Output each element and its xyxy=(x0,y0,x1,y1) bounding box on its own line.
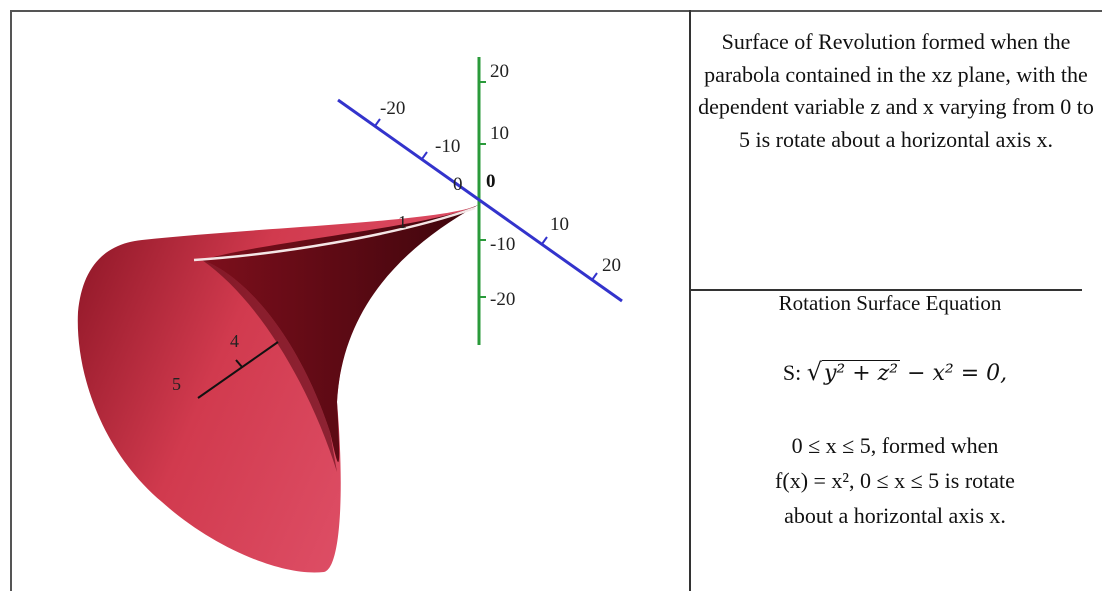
blue-axis-tick xyxy=(374,118,381,127)
green-axis-label: -10 xyxy=(490,234,515,255)
domain-condition: 0 ≤ x ≤ 5, formed when xyxy=(791,433,999,458)
surface-of-revolution-plot[interactable]: 20 10 0 -10 -20 -20 -10 0 10 20 1 4 5 xyxy=(12,12,689,591)
rotation-surface xyxy=(77,205,478,573)
blue-axis-tick xyxy=(591,272,598,281)
generating-function: f(x) = x², 0 ≤ x ≤ 5 is rotate xyxy=(775,468,1015,493)
equation-heading: Rotation Surface Equation xyxy=(778,291,1002,315)
blue-axis-label: -20 xyxy=(380,98,405,119)
blue-axis-tick xyxy=(421,151,428,160)
black-axis-tick xyxy=(235,359,243,368)
equation-radicand: y² + z² xyxy=(822,360,901,386)
black-axis-line xyxy=(197,341,279,399)
black-axis-label: 1 xyxy=(398,212,407,232)
parabola-curve xyxy=(193,206,476,262)
rotation-surface-equation: S: √y² + z² − x² = 0, xyxy=(692,358,1098,386)
green-axis-label: 0 xyxy=(486,171,496,192)
black-axis-label: 5 xyxy=(172,374,181,394)
sqrt-symbol: √ xyxy=(806,358,822,386)
green-axis-label: -20 xyxy=(490,289,515,310)
black-axis-label: 4 xyxy=(230,331,239,351)
rotation-axis-note: about a horizontal axis x. xyxy=(784,503,1006,528)
equation-conditions: 0 ≤ x ≤ 5, formed when f(x) = x², 0 ≤ x … xyxy=(692,428,1098,533)
blue-axis-label: -10 xyxy=(435,136,460,157)
equation-prefix: S: xyxy=(782,360,807,385)
blue-axis-line xyxy=(337,98,623,303)
surface-description: Surface of Revolution formed when the pa… xyxy=(698,29,1094,152)
blue-axis xyxy=(337,98,623,303)
figure-frame xyxy=(10,10,1102,591)
blue-axis-tick xyxy=(541,236,548,245)
vertical-divider xyxy=(689,10,691,591)
green-axis-label: 20 xyxy=(490,61,509,82)
blue-axis-label: 20 xyxy=(602,255,621,276)
horizontal-divider xyxy=(690,289,1082,291)
green-axis-label: 10 xyxy=(490,123,509,144)
black-axis xyxy=(197,341,279,399)
equation-rest: − x² = 0, xyxy=(900,361,1008,386)
plot-canvas: 20 10 0 -10 -20 -20 -10 0 10 20 1 4 5 xyxy=(77,57,623,573)
blue-axis-label: 0 xyxy=(453,174,463,195)
surface-outer-body xyxy=(77,205,478,573)
blue-axis-label: 10 xyxy=(550,214,569,235)
surface-inner-shadow xyxy=(202,205,478,463)
